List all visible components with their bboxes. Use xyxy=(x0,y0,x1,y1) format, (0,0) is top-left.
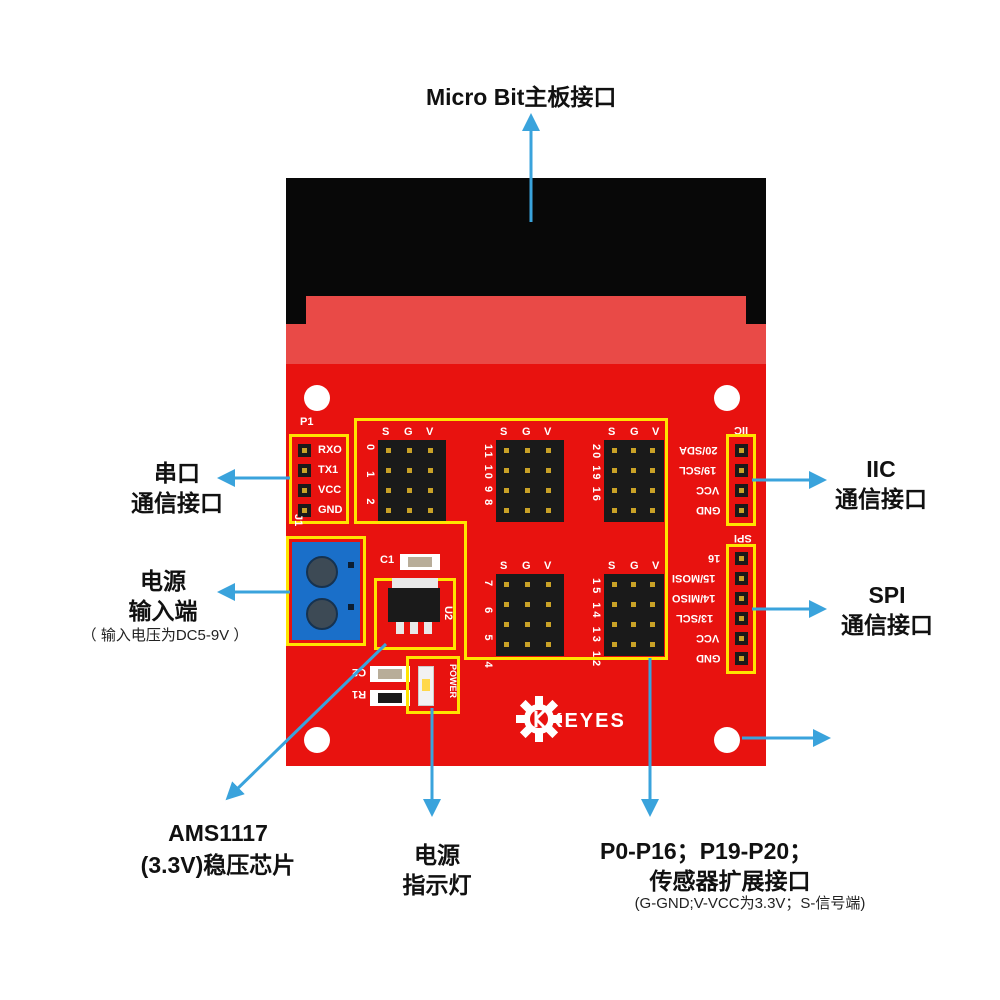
label-serial-line1: 串口 xyxy=(154,460,200,486)
col-head-g: G xyxy=(522,560,531,572)
label-power-line1: 电源 xyxy=(140,568,186,594)
label-iic-line1: IIC xyxy=(866,456,896,482)
label-spi-line2: 通信接口 xyxy=(841,612,933,638)
power-terminal xyxy=(292,542,360,640)
col-head-s: S xyxy=(500,426,508,438)
power-led xyxy=(418,666,434,706)
gpio-group-a xyxy=(378,440,446,522)
gpio-notch-edge-v xyxy=(464,521,467,660)
col-head-g: G xyxy=(404,426,413,438)
col-head-v: V xyxy=(544,560,552,572)
c1-capacitor xyxy=(400,554,440,570)
col-head-v: V xyxy=(544,426,552,438)
label-iic-line2: 通信接口 xyxy=(835,486,927,512)
col-head-g: G xyxy=(630,560,639,572)
r1-resistor xyxy=(370,690,410,706)
col-head-g: G xyxy=(630,426,639,438)
label-regulator-line1: AMS1117 xyxy=(168,820,268,846)
arrow-regulator xyxy=(225,642,388,801)
label-gpio-line1: P0-P16；P19-P20； xyxy=(600,838,813,864)
label-power-note: （ 输入电压为DC5-9V ） xyxy=(81,627,249,644)
mount-hole-bottom-left xyxy=(304,727,330,753)
gpio-group-e xyxy=(604,574,664,656)
keyes-logo-icon xyxy=(516,696,562,742)
c2-capacitor xyxy=(370,666,410,682)
label-serial-line2: 通信接口 xyxy=(131,490,223,516)
col-head-g: G xyxy=(522,426,531,438)
col-head-s: S xyxy=(500,560,508,572)
serial-header-highlight xyxy=(289,434,349,524)
label-spi-line1: SPI xyxy=(868,582,906,608)
mount-hole-top-left xyxy=(304,385,330,411)
gpio-group-b xyxy=(496,440,564,522)
serial-pin-tx: TX1 xyxy=(318,464,339,476)
label-gpio-note: (G-GND;V-VCC为3.3V；S-信号端) xyxy=(634,895,866,912)
label-power-line2: 输入端 xyxy=(128,598,198,624)
col-head-s: S xyxy=(608,426,616,438)
label-gpio-line2: 传感器扩展接口 xyxy=(649,868,811,894)
label-regulator-line2: (3.3V)稳压芯片 xyxy=(140,852,296,878)
expansion-board: P1 RXO TX1 VCC GND S G V 0 1 2 3 S G V 1… xyxy=(286,178,766,766)
col-head-v: V xyxy=(426,426,434,438)
brand-label: KEYES xyxy=(548,710,626,732)
microbit-slot-fingers xyxy=(286,296,766,364)
label-indicator-line1: 电源 xyxy=(414,842,460,868)
col-head-v: V xyxy=(652,560,660,572)
gpio-group-d xyxy=(496,574,564,656)
col-head-v: V xyxy=(652,426,660,438)
col-head-s: S xyxy=(382,426,390,438)
mount-hole-top-right xyxy=(714,385,740,411)
label-microbit-slot: Micro Bit主板接口 xyxy=(426,84,617,110)
regulator-chip xyxy=(388,588,440,622)
serial-pin-rx: RXO xyxy=(318,444,342,456)
serial-pin-vcc: VCC xyxy=(318,484,342,496)
mount-hole-bottom-right xyxy=(714,727,740,753)
label-indicator-line2: 指示灯 xyxy=(402,872,472,898)
serial-header-label: P1 xyxy=(300,416,314,428)
gpio-notch-edge-h xyxy=(354,521,467,524)
c1-label: C1 xyxy=(380,554,395,566)
gpio-group-c xyxy=(604,440,664,522)
col-head-s: S xyxy=(608,560,616,572)
serial-pin-gnd: GND xyxy=(318,504,343,516)
microbit-slot xyxy=(286,178,766,296)
